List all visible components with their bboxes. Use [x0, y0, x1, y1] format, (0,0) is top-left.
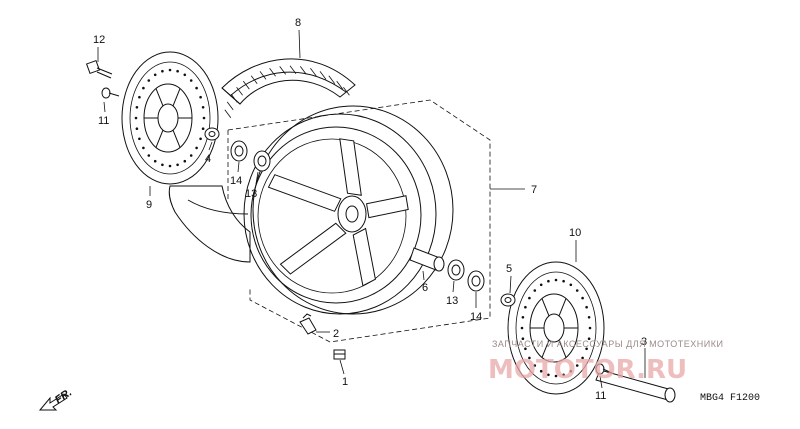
front-arrow-icon [38, 393, 68, 411]
callout-10: 10 [569, 227, 581, 239]
wheel-spokes [267, 138, 409, 287]
seal-13-left-drawing [253, 150, 271, 172]
callout-5: 5 [506, 263, 512, 275]
bearing-14-right-drawing [467, 270, 485, 292]
right-disc-details [520, 278, 592, 378]
spacer-6-drawing [409, 247, 445, 272]
callout-1: 1 [342, 376, 348, 388]
callout-14-left: 14 [230, 175, 242, 187]
leader-lines [97, 29, 646, 389]
right-brake-disc [507, 261, 605, 395]
screw-11-right-drawing [595, 363, 613, 375]
collar-4-drawing [204, 127, 220, 141]
diagram-code: MBG4 F1200 [700, 393, 760, 404]
callout-3: 3 [641, 336, 647, 348]
seal-13-right-drawing [447, 259, 465, 281]
valve-2-drawing [299, 313, 317, 335]
watermark: ЗАПЧАСТИ И АКСЕССУАРЫ ДЛЯ МОТОТЕХНИКИ MO… [488, 339, 723, 385]
callout-12: 12 [93, 34, 105, 46]
left-brake-disc [121, 51, 219, 185]
wheel-drawing [243, 105, 454, 315]
callout-6: 6 [422, 282, 428, 294]
callout-14-right: 14 [470, 311, 482, 323]
left-disc-details [134, 68, 206, 168]
callout-13-right: 13 [446, 295, 458, 307]
callout-11-left: 11 [98, 115, 109, 127]
front-direction-indicator: FR. [38, 386, 74, 411]
watermark-brand: MOTOTOR.RU [488, 355, 687, 385]
callout-7: 7 [531, 184, 537, 196]
small-parts [85, 59, 676, 403]
callout-11-right: 11 [595, 390, 606, 402]
tire-drawing [221, 58, 356, 119]
valve-cap-1-drawing [333, 349, 346, 360]
wheel-cover-drawing [168, 185, 251, 263]
callout-9: 9 [146, 199, 152, 211]
watermark-tagline: ЗАПЧАСТИ И АКСЕССУАРЫ ДЛЯ МОТОТЕХНИКИ [492, 339, 723, 349]
axle-3-drawing [595, 369, 676, 403]
bolt-12-drawing [85, 59, 113, 79]
callout-8: 8 [295, 17, 301, 29]
collar-5-drawing [500, 293, 516, 307]
callout-2: 2 [333, 328, 339, 340]
callout-13-left: 13 [245, 188, 257, 200]
screw-11-left-drawing [101, 87, 120, 99]
bearing-14-left-drawing [230, 140, 248, 162]
callout-labels: 12 11 4 14 13 8 9 7 10 6 13 14 5 2 1 3 1… [93, 17, 647, 402]
assembly-box [227, 99, 491, 343]
callout-4: 4 [205, 153, 211, 165]
tire-tread-pattern [224, 65, 350, 119]
